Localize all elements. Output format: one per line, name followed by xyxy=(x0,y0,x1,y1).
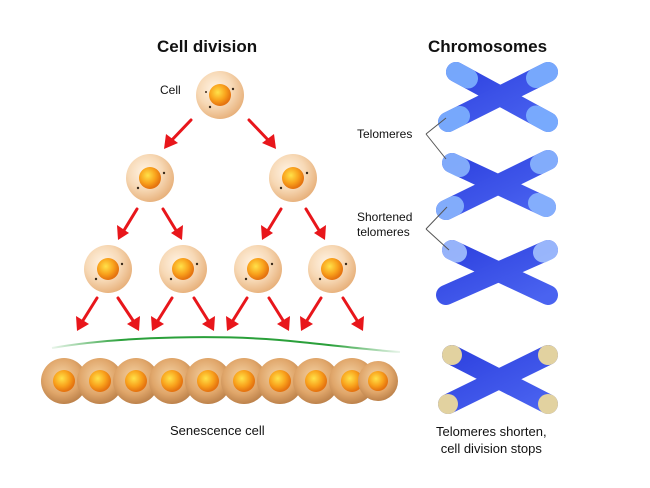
senescence-divider-line xyxy=(51,336,401,353)
senescence-cell-row xyxy=(41,358,398,404)
arrow-g3-3a xyxy=(226,296,249,331)
senescent-cell xyxy=(221,358,267,404)
senescent-cell xyxy=(113,358,159,404)
cell-gen3-3 xyxy=(234,245,282,293)
cell-gen3-1 xyxy=(84,245,132,293)
cell-gen2-left xyxy=(126,154,174,202)
cell-division-title: Cell division xyxy=(157,37,258,56)
senescent-cell xyxy=(149,358,195,404)
senescent-cell xyxy=(293,358,339,404)
arrow-top-right xyxy=(247,118,276,149)
shortened-telomeres-label: Shortened telomeres xyxy=(357,210,412,240)
senescent-cell xyxy=(185,358,231,404)
arrow-g3-4b xyxy=(341,296,364,331)
arrow-g2l-left xyxy=(117,207,139,240)
chromosome-full-telomeres xyxy=(438,62,558,132)
division-stops-line2: cell division stops xyxy=(440,441,542,456)
arrow-g3-2b xyxy=(192,296,215,331)
senescent-cell xyxy=(257,358,303,404)
arrow-top-left xyxy=(164,118,193,149)
arrow-g2r-left xyxy=(261,207,283,240)
arrow-g3-2a xyxy=(151,296,174,331)
chromosome-short-telomeres xyxy=(438,345,558,414)
arrow-g3-4a xyxy=(300,296,323,331)
telomere-pointer-lines xyxy=(425,117,450,251)
cell-label: Cell xyxy=(160,83,181,97)
cell-gen3-4 xyxy=(308,245,356,293)
telomeres-label: Telomeres xyxy=(357,127,413,141)
senescence-cell-label: Senescence cell xyxy=(170,423,265,438)
arrow-g2l-right xyxy=(161,207,183,240)
arrow-g2r-right xyxy=(304,207,326,240)
arrow-g3-1a xyxy=(76,296,99,331)
division-stops-line1: Telomeres shorten, xyxy=(436,424,547,439)
cell-top xyxy=(196,71,244,119)
arrow-g3-1b xyxy=(116,296,140,331)
cell-gen2-right xyxy=(269,154,317,202)
senescent-cell xyxy=(358,361,398,401)
cell-gen3-2 xyxy=(159,245,207,293)
division-arrows xyxy=(76,118,364,331)
arrow-g3-3b xyxy=(267,296,290,331)
chromosome-shortening-1 xyxy=(436,150,558,220)
chromosomes-title: Chromosomes xyxy=(428,37,548,56)
shortened-telomeres-line2: telomeres xyxy=(357,225,410,239)
chromosome-shortening-2 xyxy=(436,240,558,305)
senescent-cell xyxy=(41,358,87,404)
senescent-cell xyxy=(77,358,123,404)
division-stops-label: Telomeres shorten, cell division stops xyxy=(436,423,547,457)
shortened-telomeres-line1: Shortened xyxy=(357,210,413,224)
